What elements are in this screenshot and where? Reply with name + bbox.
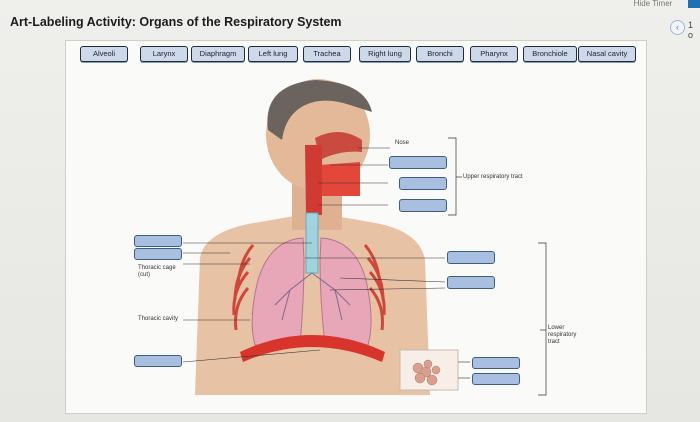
drop-target-alveoli-2[interactable] [472, 373, 520, 385]
drop-target-upper-3[interactable] [399, 199, 447, 212]
alveoli-shape [412, 359, 441, 386]
label-tile-pharynx[interactable]: Pharynx [470, 46, 518, 62]
diaphragm-shape [240, 335, 385, 362]
prev-arrow-icon[interactable]: ‹ [670, 20, 685, 35]
hide-timer-button[interactable]: Hide Timer [633, 0, 673, 8]
upper-tract-label: Upper respiratory tract [463, 174, 523, 180]
menu-button[interactable] [688, 0, 700, 8]
hair-shape [267, 80, 372, 140]
thoracic-cavity-label: Thoracic cavity [138, 316, 179, 322]
leader-lines [182, 147, 470, 379]
label-tile-right-lung[interactable]: Right lung [359, 46, 411, 62]
label-tile-larynx[interactable]: Larynx [140, 46, 188, 62]
drop-target-upper-1[interactable] [389, 156, 447, 169]
nasal-cavity-shape [315, 131, 362, 160]
label-bank: Alveoli Larynx Diaphragm Left lung Trach… [72, 46, 640, 68]
oral-cavity-shape [320, 162, 360, 196]
drop-target-left-1[interactable] [134, 235, 182, 247]
label-tile-bronchi[interactable]: Bronchi [416, 46, 464, 62]
nose-label: Nose [395, 140, 410, 146]
drop-target-alveoli-1[interactable] [472, 357, 520, 369]
left-lung-shape [319, 237, 372, 346]
label-tile-diaphragm[interactable]: Diaphragm [191, 46, 245, 62]
drop-target-upper-2[interactable] [399, 177, 447, 190]
label-tile-nasal-cavity[interactable]: Nasal cavity [578, 46, 636, 62]
page-indicator: 1 o [688, 20, 694, 40]
right-lung-shape [251, 237, 305, 346]
drop-target-left-2[interactable] [134, 248, 182, 260]
label-tile-left-lung[interactable]: Left lung [248, 46, 298, 62]
label-tile-trachea[interactable]: Trachea [303, 46, 351, 62]
label-tile-bronchiole[interactable]: Bronchiole [523, 46, 577, 62]
pharynx-shape [305, 145, 322, 215]
drop-target-left-3[interactable] [134, 355, 182, 367]
drop-target-lower-1[interactable] [447, 251, 495, 264]
thoracic-cage-shape [232, 244, 386, 331]
drop-target-lower-2[interactable] [447, 276, 495, 289]
thoracic-cage-label: Thoracic cage (cut) [138, 265, 176, 278]
bracket-lines [448, 137, 547, 396]
label-tile-alveoli[interactable]: Alveoli [80, 46, 128, 62]
page-title: Art-Labeling Activity: Organs of the Res… [10, 15, 342, 29]
lower-tract-label: Lower respiratory tract [548, 325, 577, 345]
